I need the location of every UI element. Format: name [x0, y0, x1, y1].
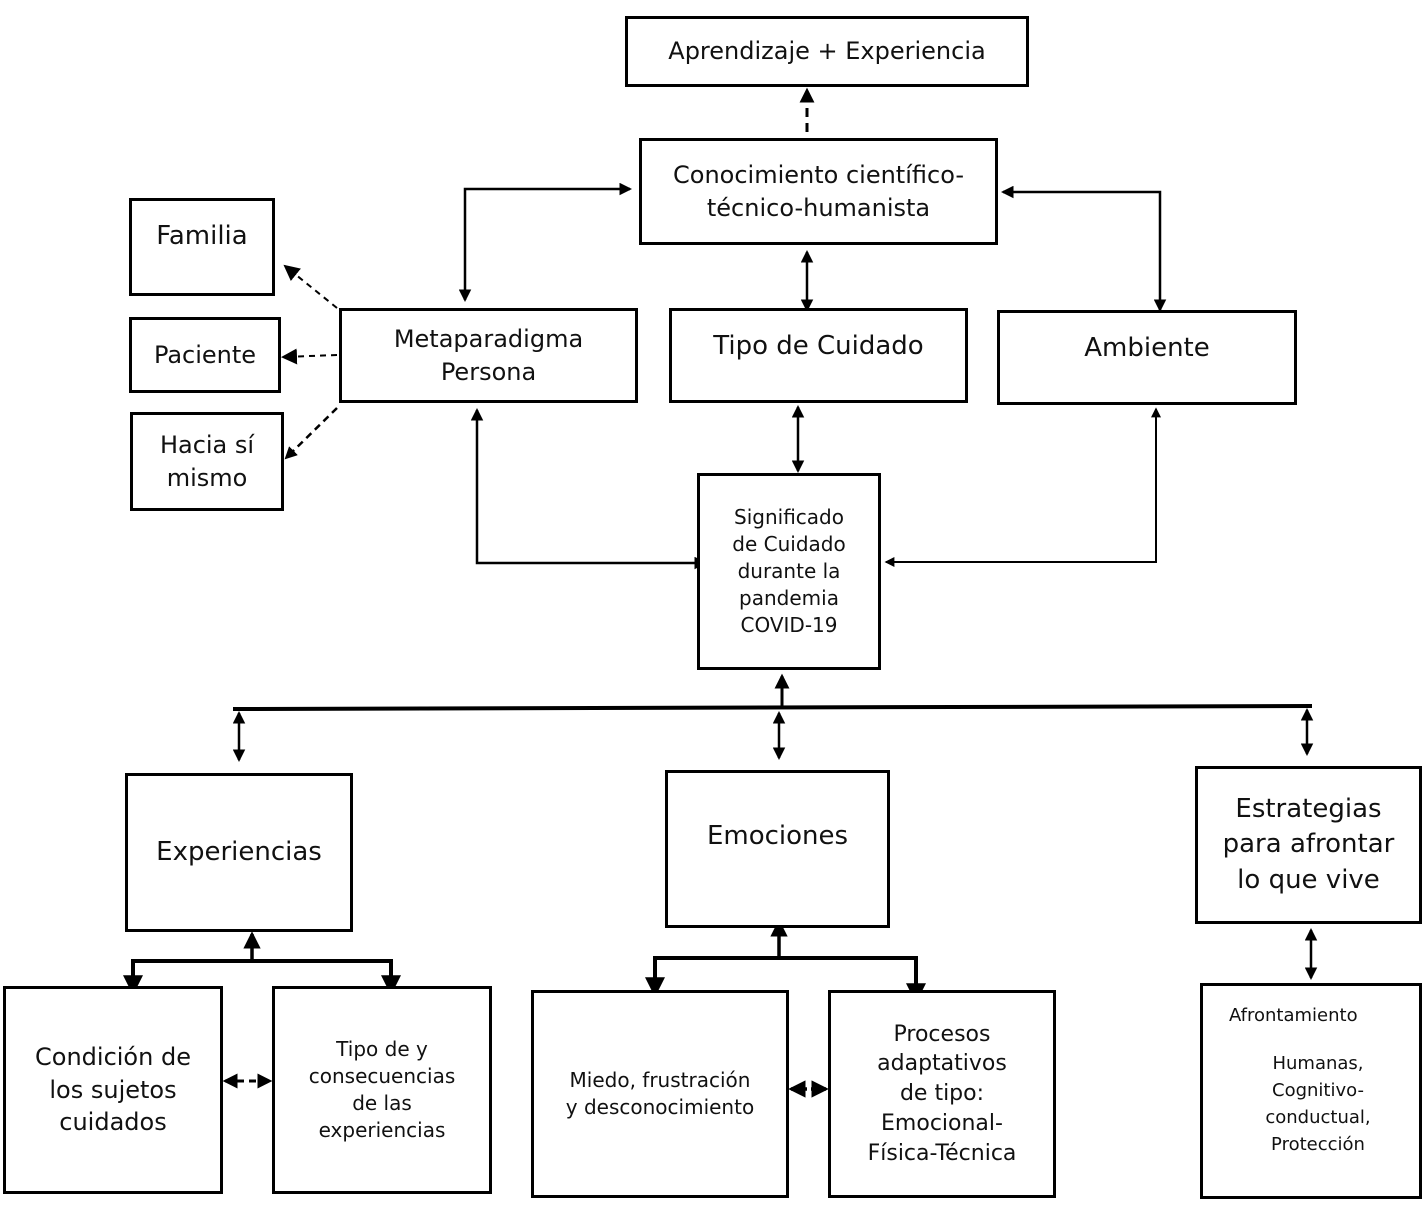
miedo-frustracion-box: Miedo, frustración y desconocimiento — [531, 990, 789, 1198]
paciente-label: Paciente — [153, 340, 257, 369]
estrategias-box: Estrategias para afrontar lo que vive — [1195, 766, 1422, 924]
familia-label: Familia — [156, 221, 248, 251]
afrontamiento-body: Humanas, Cognitivo- conductual, Protecci… — [1265, 1053, 1371, 1156]
arrow-persona-paciente — [281, 348, 338, 365]
condicion-sujetos-label: Condición de los sujetos cuidados — [35, 1043, 191, 1137]
metaparadigma-persona-box: Metaparadigma Persona — [339, 308, 638, 403]
estrategias-label: Estrategias para afrontar lo que vive — [1222, 794, 1395, 895]
experiencias-box: Experiencias — [125, 773, 353, 932]
experiencias-label: Experiencias — [156, 836, 322, 867]
tipo-de-cuidado-box: Tipo de Cuidado — [669, 308, 968, 403]
condicion-sujetos-box: Condición de los sujetos cuidados — [3, 986, 223, 1194]
aprendizaje-experiencia-label: Aprendizaje + Experiencia — [668, 37, 986, 66]
emociones-box: Emociones — [665, 770, 890, 928]
significado-box: Significado de Cuidado durante la pandem… — [697, 473, 881, 670]
branch-experiencias — [123, 959, 401, 996]
afrontamiento-title: Afrontamiento — [1229, 1005, 1358, 1026]
arrow-conocimiento-ambiente — [1000, 185, 1167, 313]
ambiente-label: Ambiente — [1084, 333, 1210, 363]
conocimiento-label: Conocimiento científico- técnico-humanis… — [673, 161, 964, 222]
metaparadigma-persona-label: Metaparadigma Persona — [393, 325, 584, 386]
horizontal-bus — [232, 704, 1313, 711]
hacia-si-mismo-box: Hacia sí mismo — [130, 412, 284, 511]
ambiente-box: Ambiente — [997, 310, 1297, 405]
procesos-adaptativos-box: Procesos adaptativos de tipo: Emocional-… — [828, 990, 1056, 1198]
conocimiento-box: Conocimiento científico- técnico-humanis… — [639, 138, 998, 245]
emociones-label: Emociones — [706, 821, 849, 851]
arrow-persona-conocimiento — [458, 182, 633, 303]
afrontamiento-box: Afrontamiento Humanas, Cognitivo- conduc… — [1200, 983, 1422, 1199]
arrow-persona-significado — [470, 407, 708, 570]
arrow-ambiente-significado — [884, 407, 1161, 567]
arrow-persona-hacia — [284, 407, 338, 460]
procesos-adaptativos-label: Procesos adaptativos de tipo: Emocional-… — [867, 1021, 1017, 1166]
branch-emociones — [645, 956, 926, 1004]
arrow-persona-familia — [283, 264, 338, 309]
significado-label: Significado de Cuidado durante la pandem… — [732, 505, 846, 637]
tipo-consecuencias-box: Tipo de y consecuencias de las experienc… — [272, 986, 492, 1194]
hacia-si-mismo-label: Hacia sí mismo — [159, 431, 255, 492]
miedo-frustracion-label: Miedo, frustración y desconocimiento — [565, 1068, 755, 1119]
aprendizaje-experiencia-box: Aprendizaje + Experiencia — [625, 16, 1029, 87]
paciente-box: Paciente — [129, 317, 281, 393]
tipo-de-cuidado-label: Tipo de Cuidado — [713, 331, 924, 361]
tipo-consecuencias-label: Tipo de y consecuencias de las experienc… — [308, 1037, 456, 1142]
familia-box: Familia — [129, 198, 275, 296]
